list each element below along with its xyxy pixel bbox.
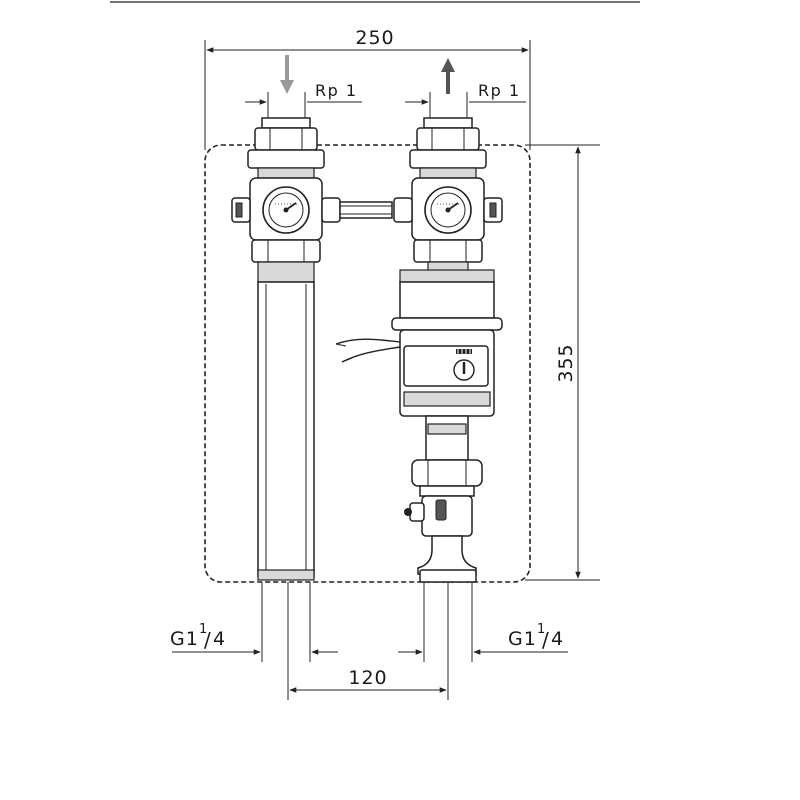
insulation-shell-outline [204, 144, 531, 583]
spacing-dimension-label: 120 [348, 667, 387, 689]
pump-power-cable [335, 338, 401, 363]
ball-valve-handle-icon [404, 499, 447, 522]
left-connection-fraction-slash: / [204, 628, 211, 652]
right-flow-assembly: Rp 1 [335, 58, 526, 700]
right-connection-fraction-denominator: 4 [551, 628, 564, 650]
height-dimension: 355 [525, 144, 600, 581]
right-connection-fraction-numerator: 1 [537, 622, 545, 637]
height-dimension-label: 355 [555, 343, 577, 382]
supply-flow-arrow-icon [441, 58, 455, 94]
circulation-pump [335, 269, 503, 417]
left-thread-dimension: Rp 1 [245, 81, 362, 122]
left-return-assembly: Rp 1 [231, 55, 362, 700]
left-connection-label: G1 [170, 628, 199, 650]
spacing-dimension: 120 [289, 667, 447, 693]
bypass-connector [339, 201, 393, 219]
left-thread-label: Rp 1 [315, 81, 358, 100]
return-flow-arrow-icon [280, 55, 294, 94]
right-thread-dimension: Rp 1 [405, 81, 526, 122]
left-connection-dimension: G1 1 / 4 [170, 622, 338, 655]
right-thermometer-icon [424, 186, 472, 234]
right-connection-label: G1 [508, 628, 537, 650]
right-thread-label: Rp 1 [478, 81, 521, 100]
right-connection-dimension: G1 1 / 4 [398, 622, 568, 655]
left-connection-fraction-numerator: 1 [199, 622, 207, 637]
right-connection-fraction-slash: / [542, 628, 549, 652]
pump-speed-knob-icon [453, 349, 475, 381]
width-dimension: 250 [204, 27, 531, 150]
left-connection-fraction-denominator: 4 [213, 628, 226, 650]
left-thermometer-icon [262, 186, 310, 234]
width-dimension-label: 250 [355, 27, 394, 49]
